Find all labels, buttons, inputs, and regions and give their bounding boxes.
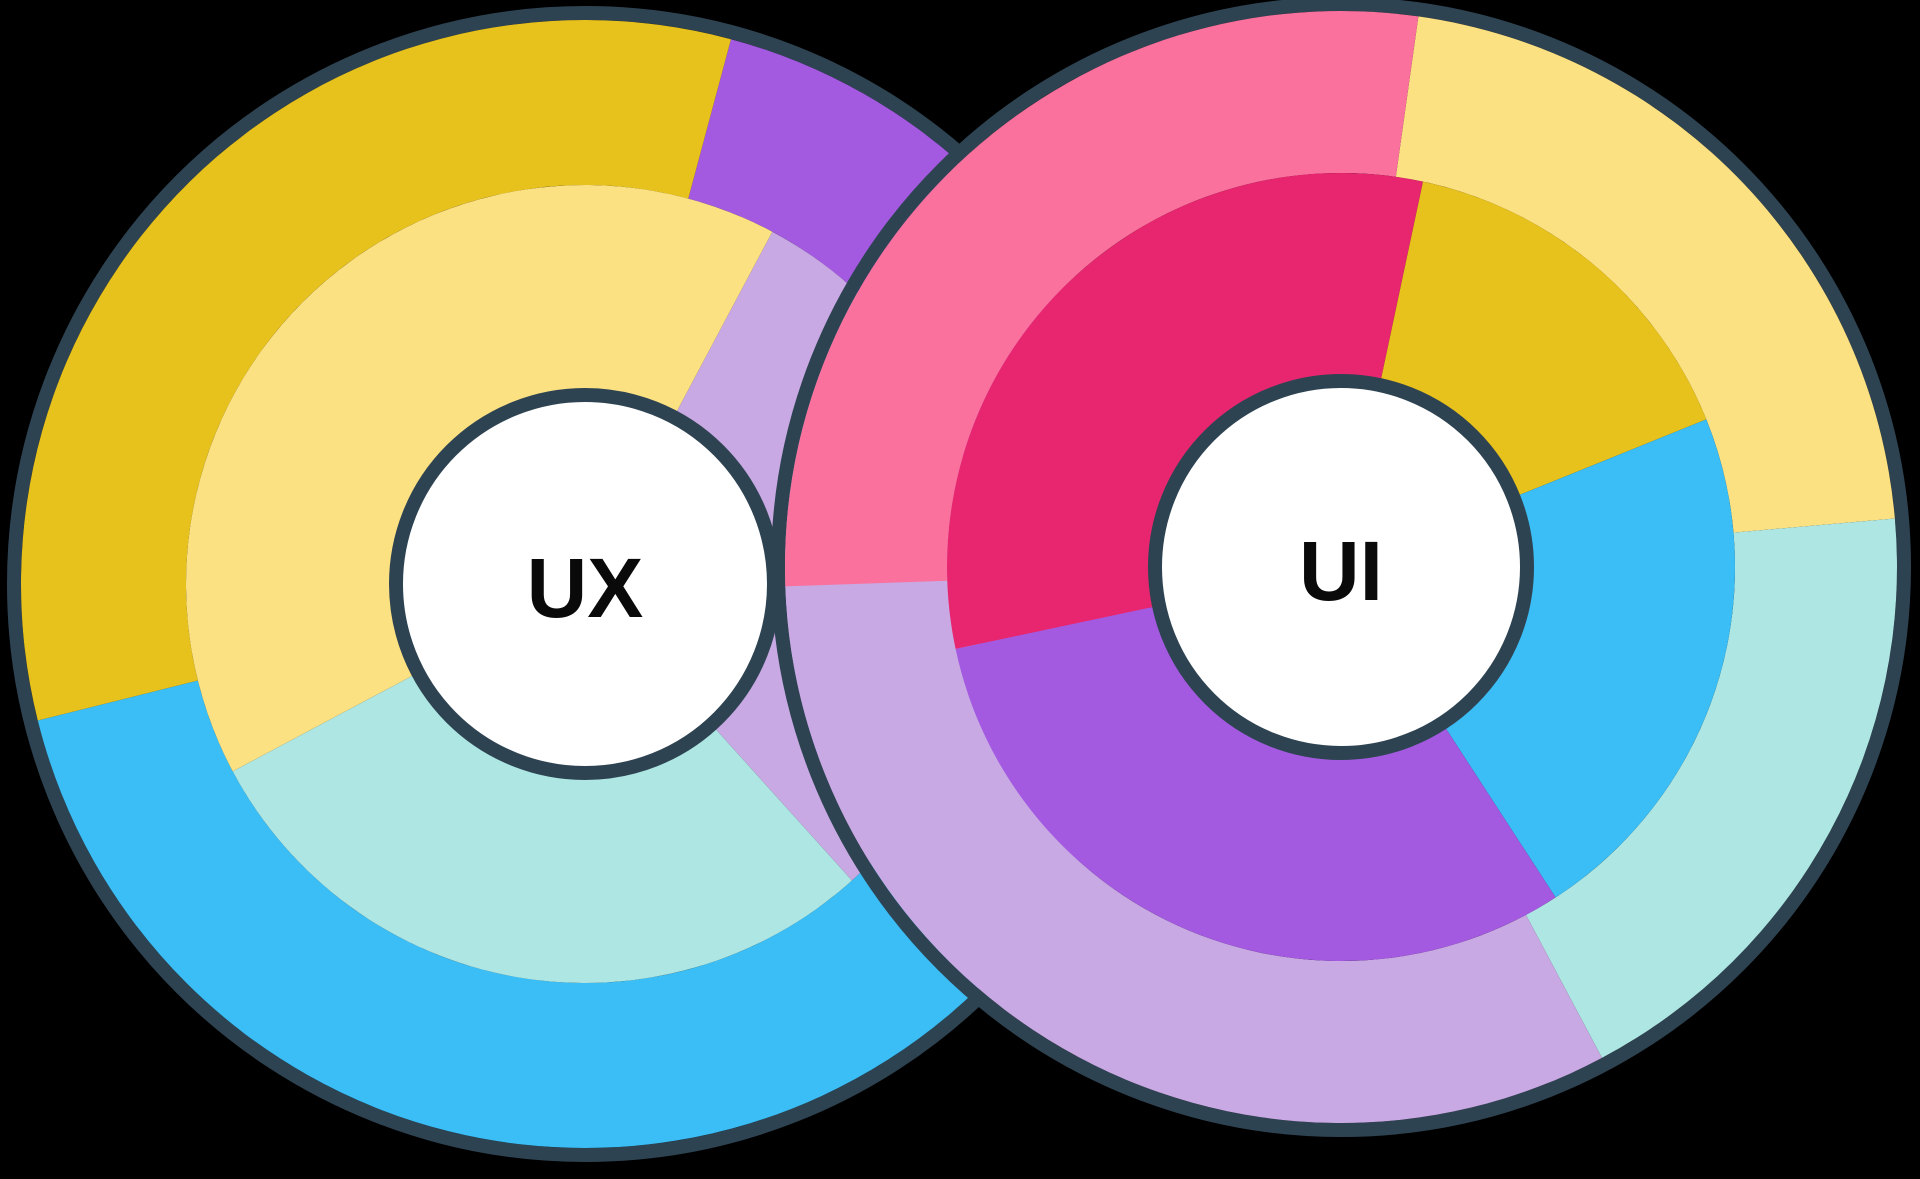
ux-inner-light-cyan[interactable] xyxy=(232,672,852,983)
ui-outer-pink[interactable] xyxy=(785,10,1419,587)
ui-outer-light-purple[interactable] xyxy=(785,580,1603,1123)
ui-inner-blue[interactable] xyxy=(1442,419,1735,898)
ux-hub-label: UX xyxy=(527,541,644,635)
ui-hub-circle[interactable] xyxy=(1148,374,1534,760)
ux-outer-yellow[interactable] xyxy=(21,20,731,721)
ui-outer-ring xyxy=(785,10,1897,1123)
ux-inner-light-yellow[interactable] xyxy=(186,185,773,772)
ui-outer-light-cyan[interactable] xyxy=(1525,518,1897,1058)
ui-inner-magenta[interactable] xyxy=(947,173,1423,649)
ui-outer-yellow[interactable] xyxy=(1395,16,1895,533)
ux-outer-cyan[interactable] xyxy=(37,680,1005,1148)
ui-donut[interactable]: UI xyxy=(771,0,1911,1137)
ui-inner-purple[interactable] xyxy=(955,605,1556,961)
ui-outer-outline xyxy=(771,0,1911,1137)
ui-hub-label: UI xyxy=(1299,524,1383,618)
ui-inner-ring xyxy=(947,173,1735,961)
